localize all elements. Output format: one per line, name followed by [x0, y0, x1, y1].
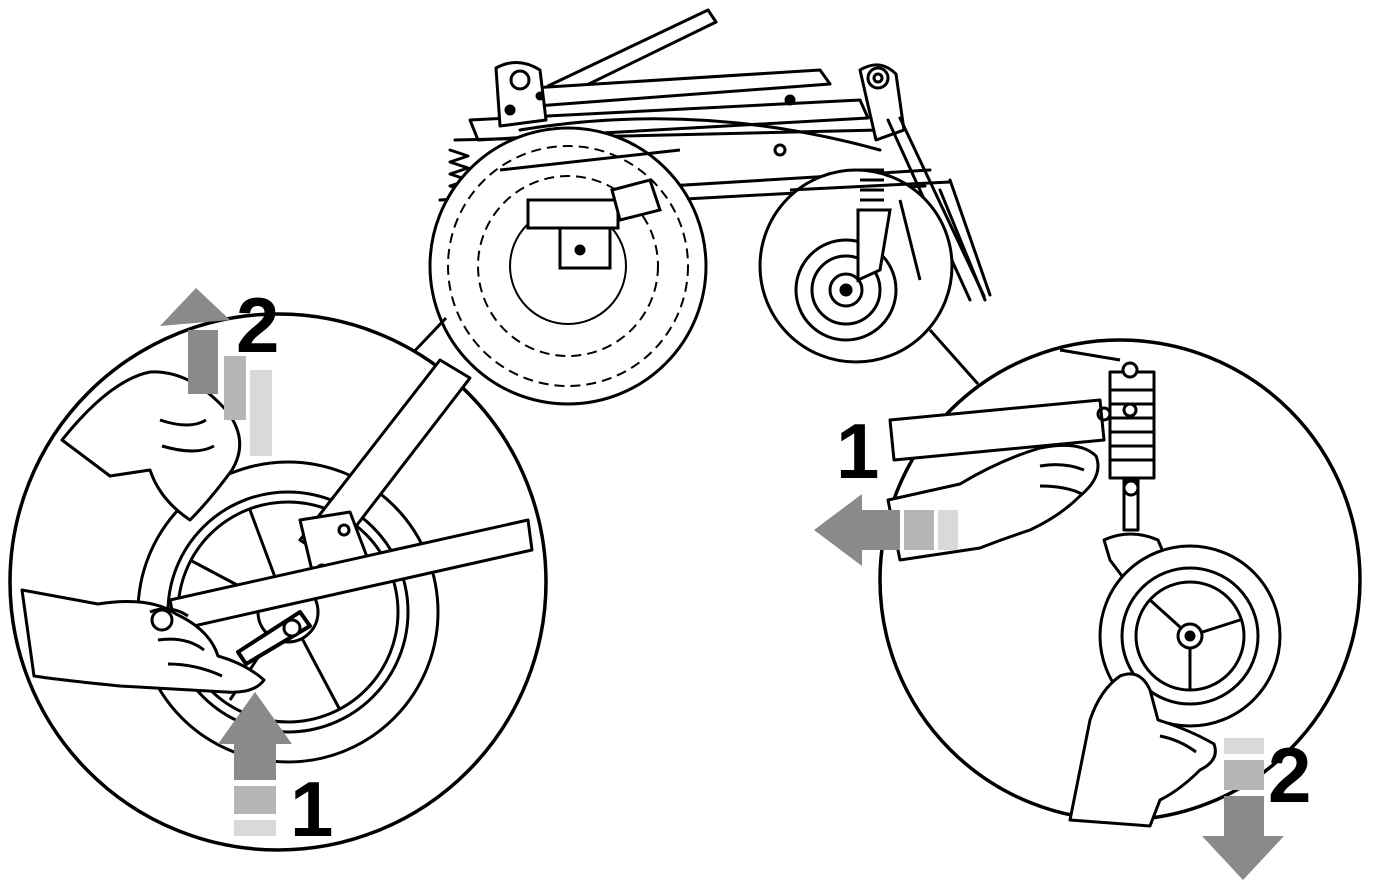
leader-line-right — [928, 329, 980, 385]
rear-wheel-detail: 1 2 — [8, 281, 548, 853]
caster-wheel-detail: 1 2 — [814, 338, 1362, 880]
step-2-label-right: 2 — [1268, 731, 1311, 819]
arrow-down-step-2 — [1202, 738, 1284, 880]
step-1-label-right: 1 — [836, 407, 879, 495]
step-1-label-left: 1 — [290, 765, 333, 853]
arrow-back-step-1 — [814, 494, 958, 566]
rear-wheel-zoom-circle — [428, 126, 708, 406]
arrow-up-step-1 — [218, 692, 292, 836]
arrow-back-step-2 — [160, 288, 272, 456]
step-2-label-left: 2 — [236, 281, 279, 369]
caster-wheel-zoom-circle — [758, 168, 954, 364]
